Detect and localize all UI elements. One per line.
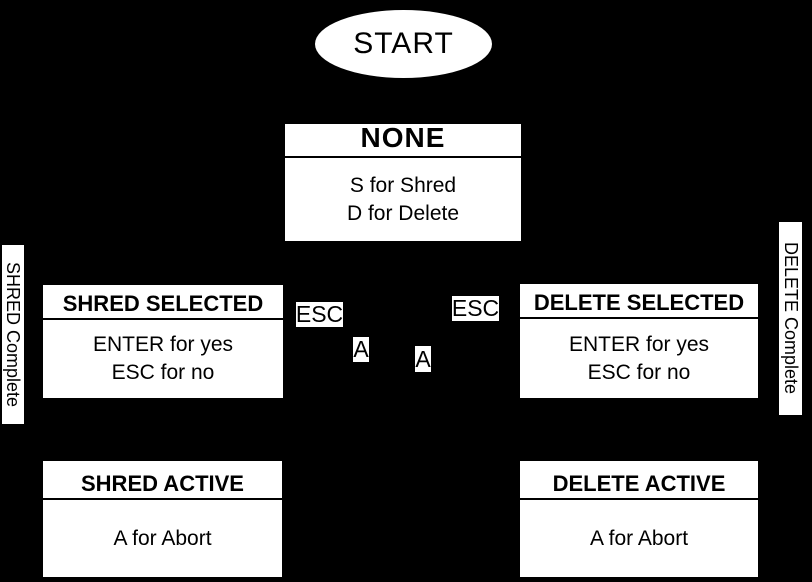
- edge-label-shred-complete: SHRED Complete: [2, 245, 24, 424]
- state-shred-selected-line-2: ESC for no: [111, 361, 215, 384]
- state-none: NONE S for Shred D for Delete: [285, 124, 521, 241]
- start-node: START: [315, 10, 492, 78]
- state-shred-active-title: SHRED ACTIVE: [43, 461, 282, 500]
- edge-label-esc-right: ESC: [451, 295, 500, 321]
- edge-label-delete-complete: DELETE Complete: [779, 222, 802, 415]
- state-none-line-2: D for Delete: [346, 201, 460, 225]
- state-shred-active-body: A for Abort: [43, 500, 282, 577]
- state-shred-active: SHRED ACTIVE A for Abort: [43, 461, 282, 577]
- state-none-line-1: S for Shred: [349, 173, 457, 197]
- state-delete-selected-line-1: ENTER for yes: [568, 332, 710, 356]
- state-shred-selected-body: ENTER for yes ESC for no: [43, 320, 283, 398]
- state-none-body: S for Shred D for Delete: [285, 158, 521, 241]
- state-delete-active-body: A for Abort: [520, 500, 758, 577]
- state-shred-selected-title: SHRED SELECTED: [43, 285, 283, 320]
- state-delete-selected-body: ENTER for yes ESC for no: [520, 319, 758, 398]
- edge-label-a-right: A: [415, 345, 431, 372]
- state-delete-active-line-1: A for Abort: [589, 526, 689, 550]
- state-delete-selected-title: DELETE SELECTED: [520, 284, 758, 319]
- state-none-title: NONE: [285, 124, 521, 158]
- edge-label-a-left: A: [353, 336, 369, 362]
- state-shred-selected-line-1: ENTER for yes: [92, 333, 234, 356]
- state-shred-selected: SHRED SELECTED ENTER for yes ESC for no: [43, 285, 283, 398]
- state-delete-active-title: DELETE ACTIVE: [520, 461, 758, 500]
- state-delete-selected-line-2: ESC for no: [587, 360, 691, 384]
- state-shred-active-line-1: A for Abort: [113, 526, 212, 550]
- state-delete-active: DELETE ACTIVE A for Abort: [520, 461, 758, 577]
- start-node-label: START: [353, 27, 454, 60]
- state-delete-selected: DELETE SELECTED ENTER for yes ESC for no: [520, 284, 758, 398]
- edge-label-esc-left: ESC: [295, 301, 344, 327]
